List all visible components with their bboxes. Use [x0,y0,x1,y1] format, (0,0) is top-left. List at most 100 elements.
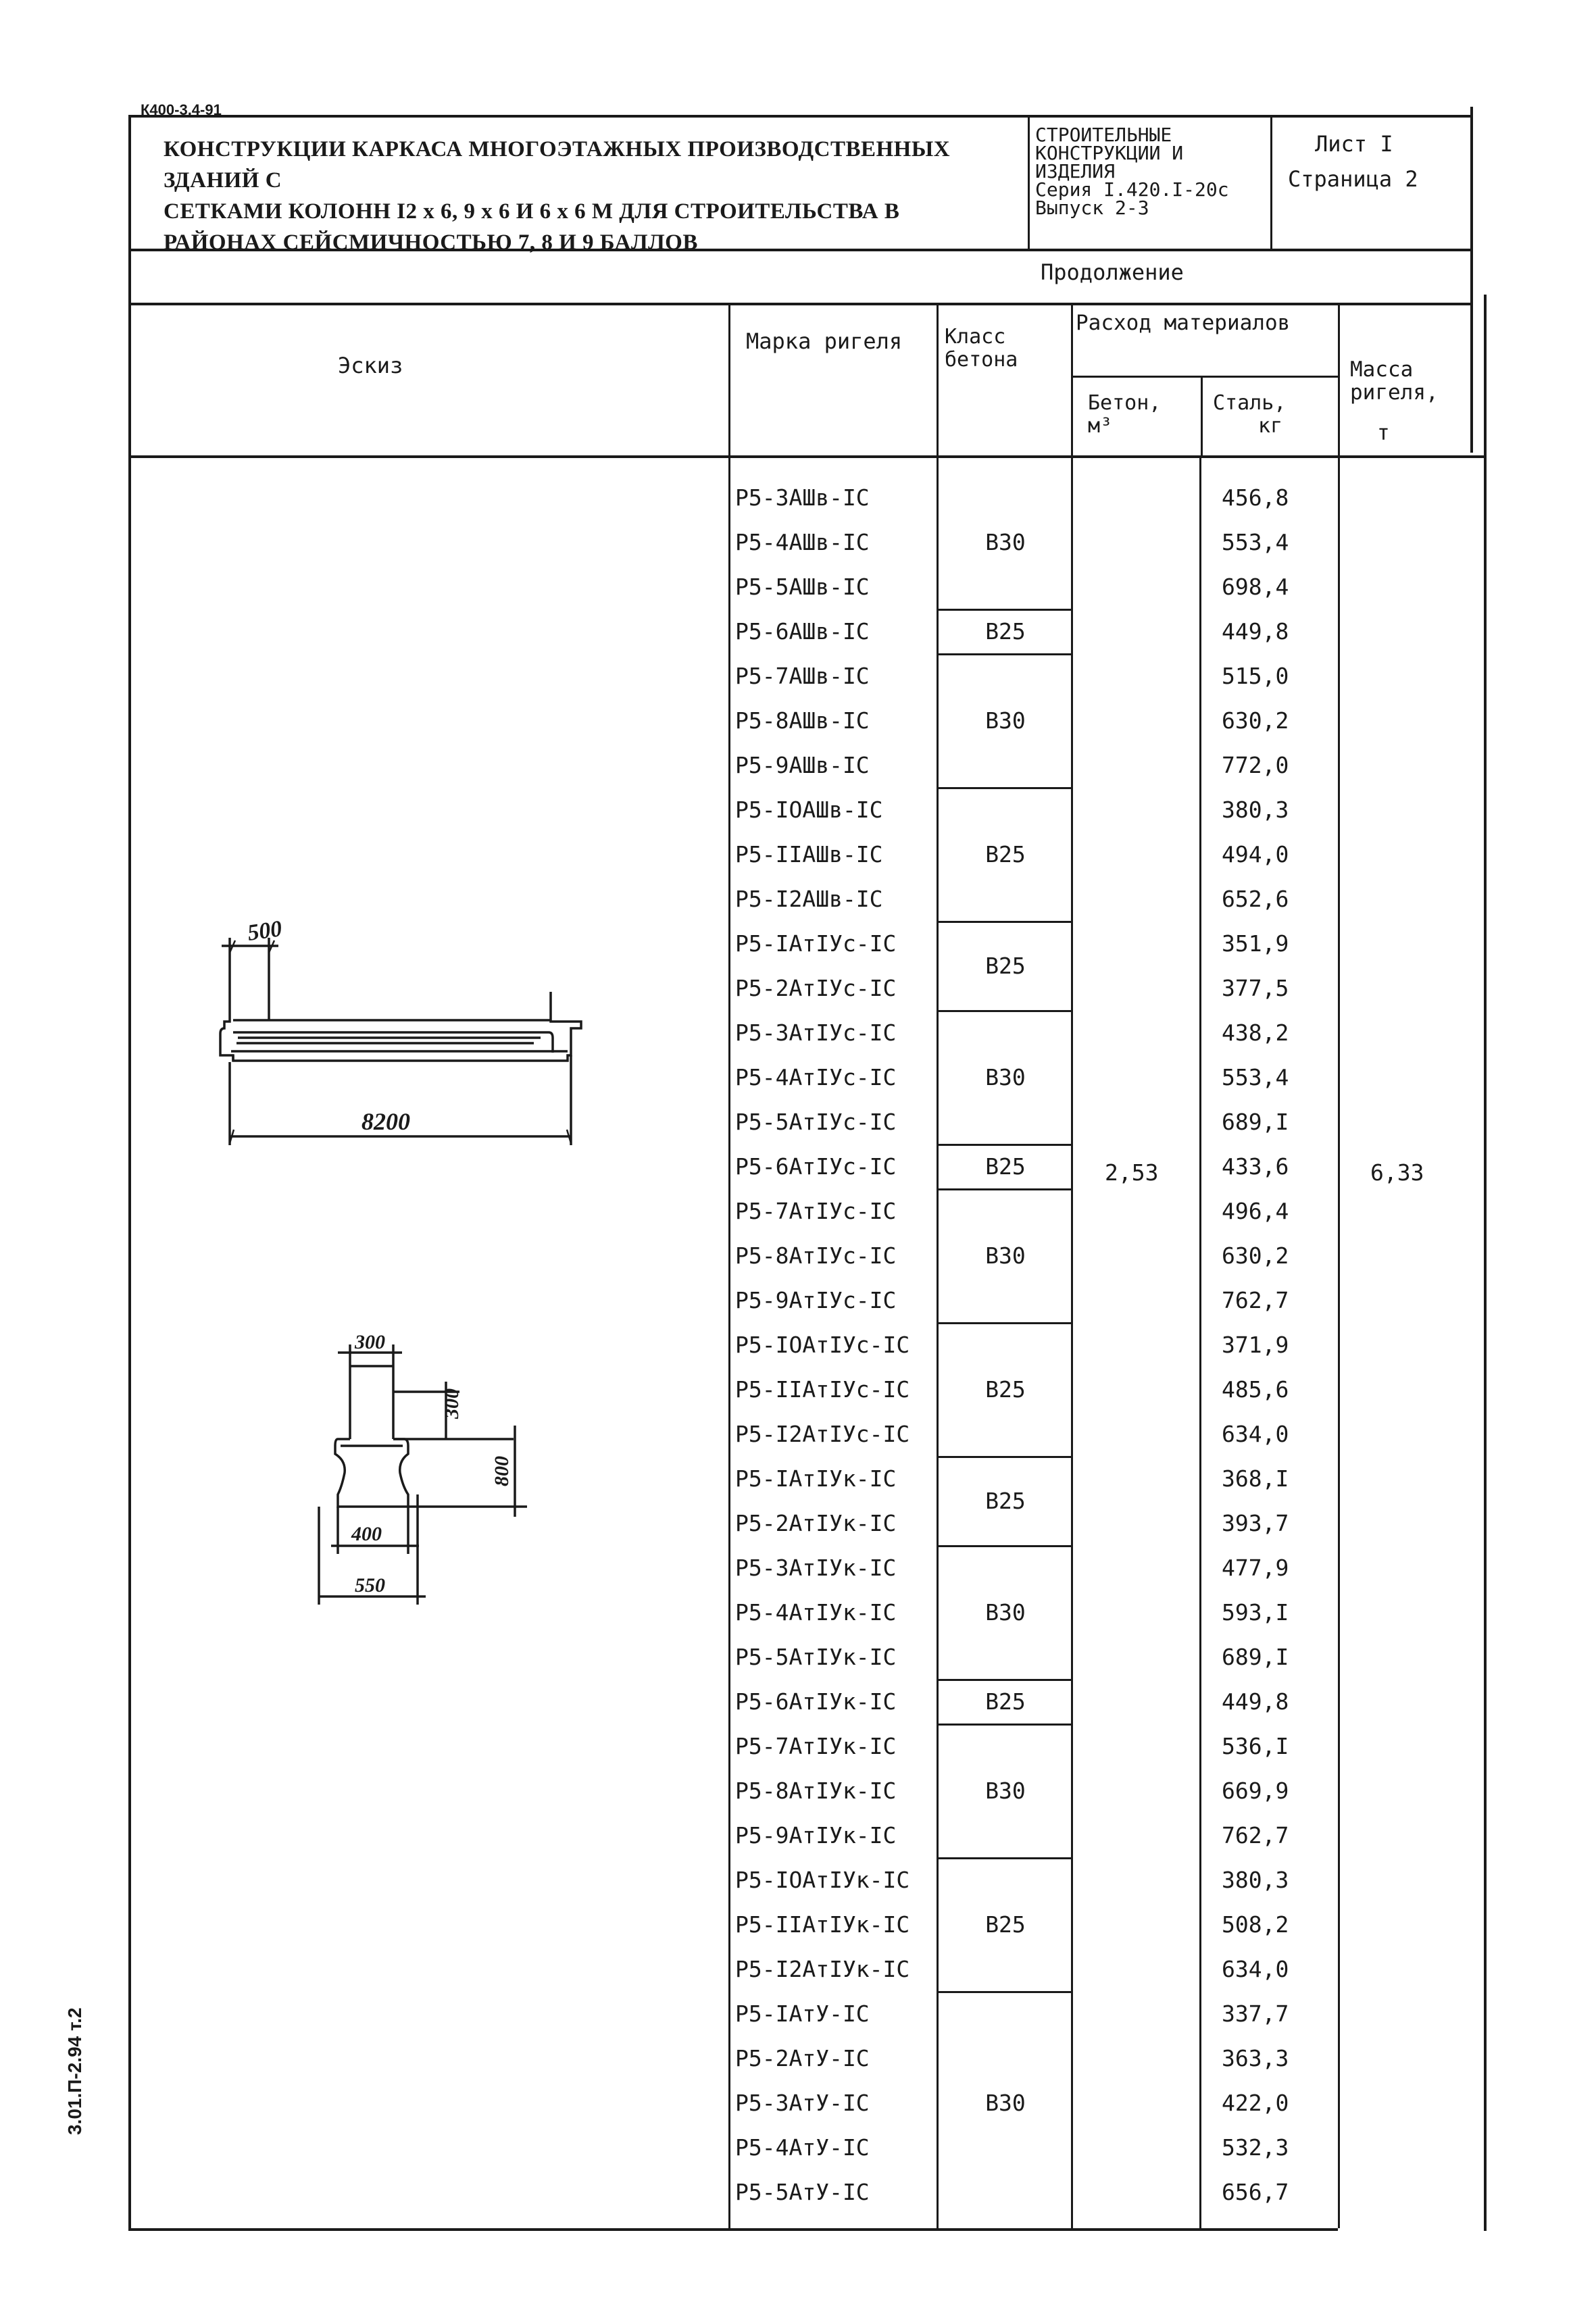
frame-right-lower [1484,295,1487,2231]
class-group-value: В30 [985,707,1026,734]
class-group-value: В25 [985,1376,1026,1403]
title-bottom [128,249,1473,251]
row-steel: 449,8 [1222,618,1289,645]
class-group-divider [937,921,1073,923]
row-steel: 433,6 [1222,1153,1289,1180]
row-steel: 698,4 [1222,574,1289,600]
row-steel: 669,9 [1222,1778,1289,1804]
class-group-value: В25 [985,1688,1026,1715]
dim-section-flange: 300 [441,1388,463,1419]
class-group-value: В25 [985,953,1026,979]
header-bottom [128,455,1485,458]
row-steel: 363,3 [1222,2045,1289,2071]
header-mass-line: ригеля, [1350,380,1439,405]
row-steel: 508,2 [1222,1911,1289,1938]
page-label: Страница 2 [1288,166,1418,192]
series-block: СТРОИТЕЛЬНЫЕ КОНСТРУКЦИИ И ИЗДЕЛИЯ Серия… [1035,124,1272,218]
row-steel: 485,6 [1222,1376,1289,1403]
row-steel: 371,9 [1222,1332,1289,1358]
dim-section-web: 400 [351,1523,382,1545]
row-mark: Р5-7АтIУс-IС [735,1198,897,1224]
row-mark: Р5-6АШв-IС [735,618,870,645]
frame-top [128,115,1473,118]
header-concrete-line: м³ [1088,414,1113,438]
title-line: СЕТКАМИ КОЛОНН I2 х 6, 9 х 6 И 6 х 6 М Д… [164,199,900,224]
title-line: РАЙОНАХ СЕЙСМИЧНОСТЬЮ 7, 8 И 9 БАЛЛОВ [164,230,698,255]
row-steel: 477,9 [1222,1555,1289,1581]
dim-top-width: 500 [246,916,284,946]
row-mark: Р5-5АШв-IС [735,574,870,600]
row-mark: Р5-3АтIУс-IС [735,1020,897,1046]
header-consumption: Расход материалов [1076,311,1291,335]
row-mark: Р5-IОАтIУк-IС [735,1867,910,1893]
class-group-divider [937,653,1073,655]
frame-left [128,115,131,2230]
row-steel: 762,7 [1222,1287,1289,1313]
row-steel: 689,I [1222,1644,1289,1670]
row-mark: Р5-9АШв-IС [735,752,870,778]
class-group-value: В25 [985,841,1026,867]
row-mark: Р5-2АтIУк-IС [735,1510,897,1536]
row-steel: 380,3 [1222,1867,1289,1893]
header-mass-line: т [1377,421,1390,445]
row-mark: Р5-8АШв-IС [735,707,870,734]
row-mark: Р5-5АтУ-IС [735,2179,870,2205]
row-steel: 422,0 [1222,2090,1289,2116]
row-steel: 449,8 [1222,1688,1289,1715]
class-group-divider [937,1456,1073,1458]
row-steel: 380,3 [1222,797,1289,823]
row-steel: 630,2 [1222,707,1289,734]
row-mark: Р5-9АтIУс-IС [735,1287,897,1313]
row-mark: Р5-4АтIУс-IС [735,1064,897,1090]
series-line: СТРОИТЕЛЬНЫЕ [1035,124,1172,146]
row-steel: 393,7 [1222,1510,1289,1536]
header-steel-line: кг [1257,414,1283,438]
class-group-value: В30 [985,529,1026,555]
header-class-line: Класс [945,325,1006,349]
class-group-divider [937,1322,1073,1324]
dim-section-height: 800 [491,1456,513,1486]
row-mark: Р5-2АтУ-IС [735,2045,870,2071]
header-class-line: бетона [945,348,1018,372]
title-divider [1028,115,1030,250]
row-steel: 351,9 [1222,930,1289,957]
sep-mark [728,303,730,2228]
row-mark: Р5-7АШв-IС [735,663,870,689]
row-mark: Р5-6АтIУс-IС [735,1153,897,1180]
row-steel: 368,I [1222,1465,1289,1492]
continuation-bottom [128,303,1473,305]
row-mark: Р5-IIАтIУк-IС [735,1911,910,1938]
side-code: 3.01.П-2.94 т.2 [64,2007,85,2135]
row-steel: 630,2 [1222,1242,1289,1269]
header-concrete-line: Бетон, [1088,391,1162,415]
row-steel: 536,I [1222,1733,1289,1759]
row-steel: 532,3 [1222,2134,1289,2161]
mass-value: 6,33 [1370,1159,1424,1186]
header-sketch: Эскиз [338,353,403,378]
row-mark: Р5-IIАШв-IС [735,841,883,867]
sep-class [937,303,939,2228]
class-group-value: В30 [985,1064,1026,1090]
header-mark: Марка ригеля [746,328,903,354]
dim-section-top: 300 [354,1331,385,1353]
row-steel: 689,I [1222,1109,1289,1135]
row-mark: Р5-IIАтIУс-IС [735,1376,910,1403]
row-mark: Р5-IОАтIУс-IС [735,1332,910,1358]
dim-section-bottom: 550 [355,1574,385,1596]
class-group-value: В30 [985,1242,1026,1269]
row-mark: Р5-I2АтIУк-IС [735,1956,910,1982]
row-steel: 456,8 [1222,484,1289,511]
class-group-divider [937,1679,1073,1681]
row-steel: 634,0 [1222,1421,1289,1447]
row-steel: 494,0 [1222,841,1289,867]
class-group-divider [937,1724,1073,1726]
sep-concrete [1071,457,1073,2228]
class-group-value: В25 [985,1153,1026,1180]
series-line: КОНСТРУКЦИИ И [1035,142,1184,164]
row-steel: 553,4 [1222,529,1289,555]
row-steel: 652,6 [1222,886,1289,912]
sep-consumption [1071,376,1338,378]
header-mass-line: Масса [1350,357,1414,382]
class-group-value: В30 [985,1778,1026,1804]
row-steel: 377,5 [1222,975,1289,1001]
